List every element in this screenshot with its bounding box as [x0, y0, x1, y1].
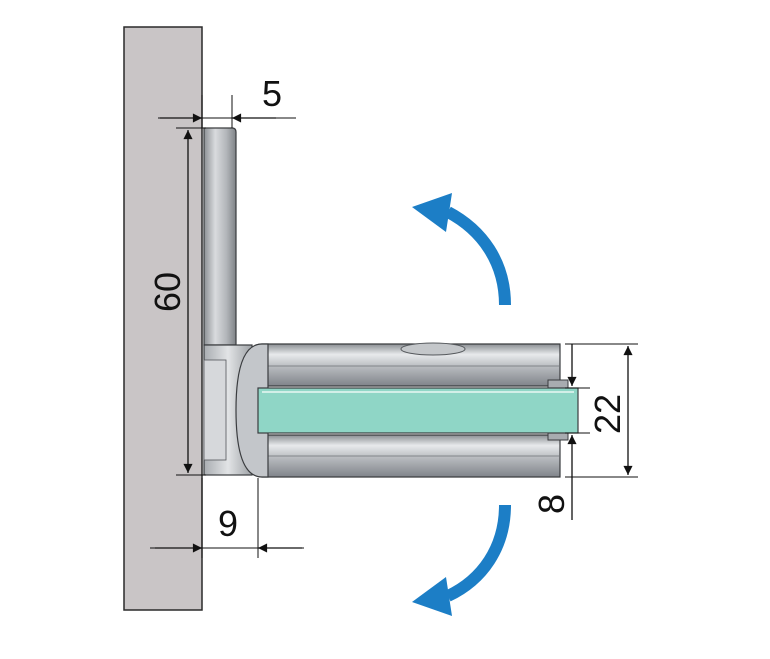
dimension-bracket-height-label: 60	[147, 272, 188, 312]
glass-panel	[257, 387, 579, 434]
curved-arrow-down-icon	[412, 504, 511, 616]
curved-arrow-up-icon	[412, 193, 511, 306]
dimension-clamp-offset: 9	[150, 478, 304, 558]
wall-panel	[123, 26, 203, 611]
dimension-wall-offset-label: 5	[262, 73, 282, 114]
dimension-wall-offset: 5	[158, 73, 296, 128]
dimension-glass-thickness: 8	[531, 344, 590, 520]
clamp-end-cap	[235, 343, 269, 478]
dimension-clamp-height: 22	[565, 343, 638, 478]
dimension-clamp-offset-label: 9	[218, 503, 238, 544]
dimension-clamp-height-label: 22	[587, 394, 628, 434]
mounting-plate	[203, 127, 237, 346]
dimension-glass-thickness-label: 8	[531, 494, 572, 514]
mounting-plate-base-inner	[203, 359, 227, 461]
clamp-screw	[400, 342, 466, 356]
dimension-bracket-height: 60	[147, 127, 206, 476]
